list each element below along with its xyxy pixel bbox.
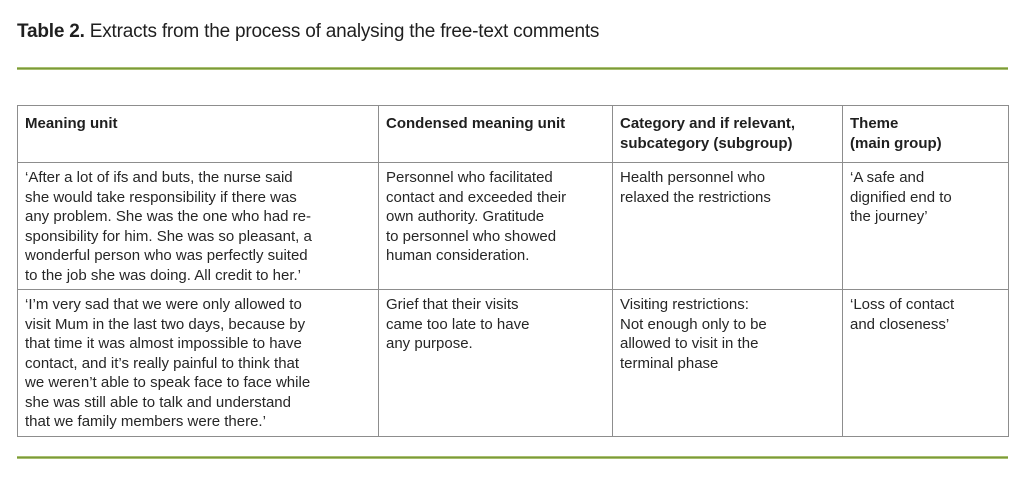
cell-meaning-unit: ‘After a lot of ifs and buts, the nurse … [17,162,379,290]
column-header-theme: Theme (main group) [842,105,1009,163]
cell-condensed-meaning-unit: Personnel who facilitated contact and ex… [378,162,613,290]
cell-meaning-unit: ‘I’m very sad that we were only allowed … [17,289,379,437]
cell-theme: ‘A safe and dignified end to the journey… [842,162,1009,290]
column-header-meaning-unit: Meaning unit [17,105,379,163]
table-caption-label: Table 2. [17,21,85,42]
cell-theme: ‘Loss of contact and closeness’ [842,289,1009,437]
header-row: Meaning unit Condensed meaning unit Cate… [17,105,1009,163]
cell-category: Health personnel who relaxed the restric… [612,162,843,290]
analysis-table: Meaning unit Condensed meaning unit Cate… [17,105,1009,437]
table-caption-text: Extracts from the process of analysing t… [89,21,600,42]
table-row: ‘I’m very sad that we were only allowed … [17,289,1009,437]
column-header-condensed-meaning-unit: Condensed meaning unit [378,105,613,163]
accent-rule-bottom [17,456,1008,459]
table-caption: Table 2.Extracts from the process of ana… [17,20,1007,44]
column-header-category-subcategory: Category and if relevant, subcategory (s… [612,105,843,163]
accent-rule-top [17,67,1008,70]
cell-category: Visiting restrictions: Not enough only t… [612,289,843,437]
table-row: ‘After a lot of ifs and buts, the nurse … [17,162,1009,290]
cell-condensed-meaning-unit: Grief that their visits came too late to… [378,289,613,437]
